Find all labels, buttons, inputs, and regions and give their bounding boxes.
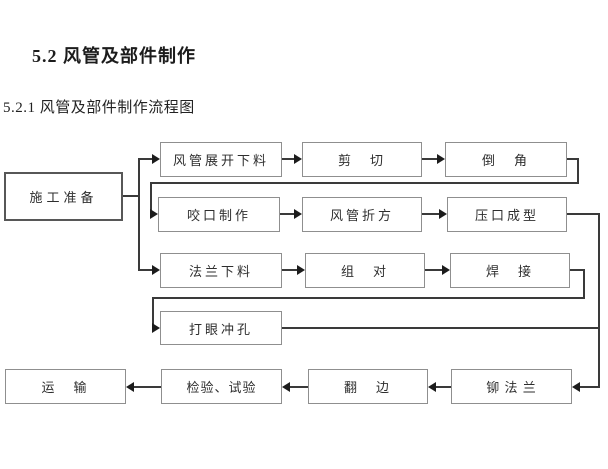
flow-node-label: 铆 法 兰 xyxy=(486,380,537,395)
connector-line xyxy=(580,386,600,388)
connector-line xyxy=(422,213,439,215)
connector-line xyxy=(583,269,585,299)
connector-line xyxy=(152,297,154,328)
flow-node-duct-folding: 风管折方 xyxy=(302,197,422,232)
flow-node-chamfering: 倒 角 xyxy=(445,142,567,177)
connector-line xyxy=(436,386,451,388)
connector-line xyxy=(577,158,579,184)
arrow-right-icon xyxy=(152,323,160,333)
arrow-right-icon xyxy=(439,209,447,219)
connector-line xyxy=(282,158,294,160)
section-heading: 5.2 风管及部件制作 xyxy=(32,46,196,66)
arrow-right-icon xyxy=(294,154,302,164)
arrow-right-icon xyxy=(152,265,160,275)
connector-line xyxy=(567,158,579,160)
flow-node-label: 组 对 xyxy=(340,264,389,279)
flow-node-label: 焊 接 xyxy=(485,264,534,279)
flow-node-assembly: 组 对 xyxy=(305,253,425,288)
flow-node-rivet-flange: 铆 法 兰 xyxy=(451,369,572,404)
connector-line xyxy=(422,158,437,160)
connector-line xyxy=(280,213,294,215)
flow-node-label: 倒 角 xyxy=(481,153,530,168)
flow-node-label: 运 输 xyxy=(41,380,90,395)
flow-node-duct-unfold-cutting: 风管展开下料 xyxy=(160,142,282,177)
connector-line xyxy=(150,182,579,184)
connector-line xyxy=(567,213,600,215)
arrow-left-icon xyxy=(572,382,580,392)
flow-node-label: 法兰下料 xyxy=(188,264,253,279)
flow-node-label: 压口成型 xyxy=(474,208,539,223)
connector-line xyxy=(290,386,308,388)
arrow-right-icon xyxy=(152,154,160,164)
flow-node-shearing: 剪 切 xyxy=(302,142,422,177)
flow-node-label: 风管展开下料 xyxy=(172,153,269,168)
connector-line xyxy=(152,297,585,299)
flow-node-transport: 运 输 xyxy=(5,369,126,404)
connector-line xyxy=(138,158,140,271)
flow-node-inspection-test: 检验、试验 xyxy=(161,369,282,404)
flow-node-label: 剪 切 xyxy=(337,153,386,168)
connector-line xyxy=(598,213,600,388)
connector-line xyxy=(425,269,442,271)
subsection-heading: 5.2.1 风管及部件制作流程图 xyxy=(3,100,195,116)
arrow-left-icon xyxy=(126,382,134,392)
connector-line xyxy=(134,386,161,388)
flow-node-seam-forming: 压口成型 xyxy=(447,197,567,232)
arrow-right-icon xyxy=(294,209,302,219)
connector-line xyxy=(150,182,152,215)
connector-line xyxy=(138,269,152,271)
connector-line xyxy=(138,158,152,160)
arrow-right-icon xyxy=(437,154,445,164)
arrow-left-icon xyxy=(282,382,290,392)
flow-node-punching: 打眼冲孔 xyxy=(160,311,282,345)
arrow-left-icon xyxy=(428,382,436,392)
connector-line xyxy=(282,327,600,329)
flow-node-label: 检验、试验 xyxy=(186,380,257,395)
flow-node-label: 施工准备 xyxy=(29,190,98,205)
connector-line xyxy=(570,269,585,271)
flow-node-label: 翻 边 xyxy=(343,380,392,395)
connector-line xyxy=(282,269,297,271)
arrow-right-icon xyxy=(442,265,450,275)
flow-node-label: 风管折方 xyxy=(329,208,394,223)
arrow-right-icon xyxy=(297,265,305,275)
flow-node-construction-prep: 施工准备 xyxy=(4,172,123,221)
flow-node-flanging: 翻 边 xyxy=(308,369,428,404)
flow-node-label: 咬口制作 xyxy=(186,208,251,223)
flow-node-seam-making: 咬口制作 xyxy=(158,197,280,232)
flow-node-welding: 焊 接 xyxy=(450,253,570,288)
flow-node-flange-cutting: 法兰下料 xyxy=(160,253,282,288)
arrow-right-icon xyxy=(150,209,158,219)
flow-node-label: 打眼冲孔 xyxy=(188,321,253,337)
connector-line xyxy=(123,195,140,197)
